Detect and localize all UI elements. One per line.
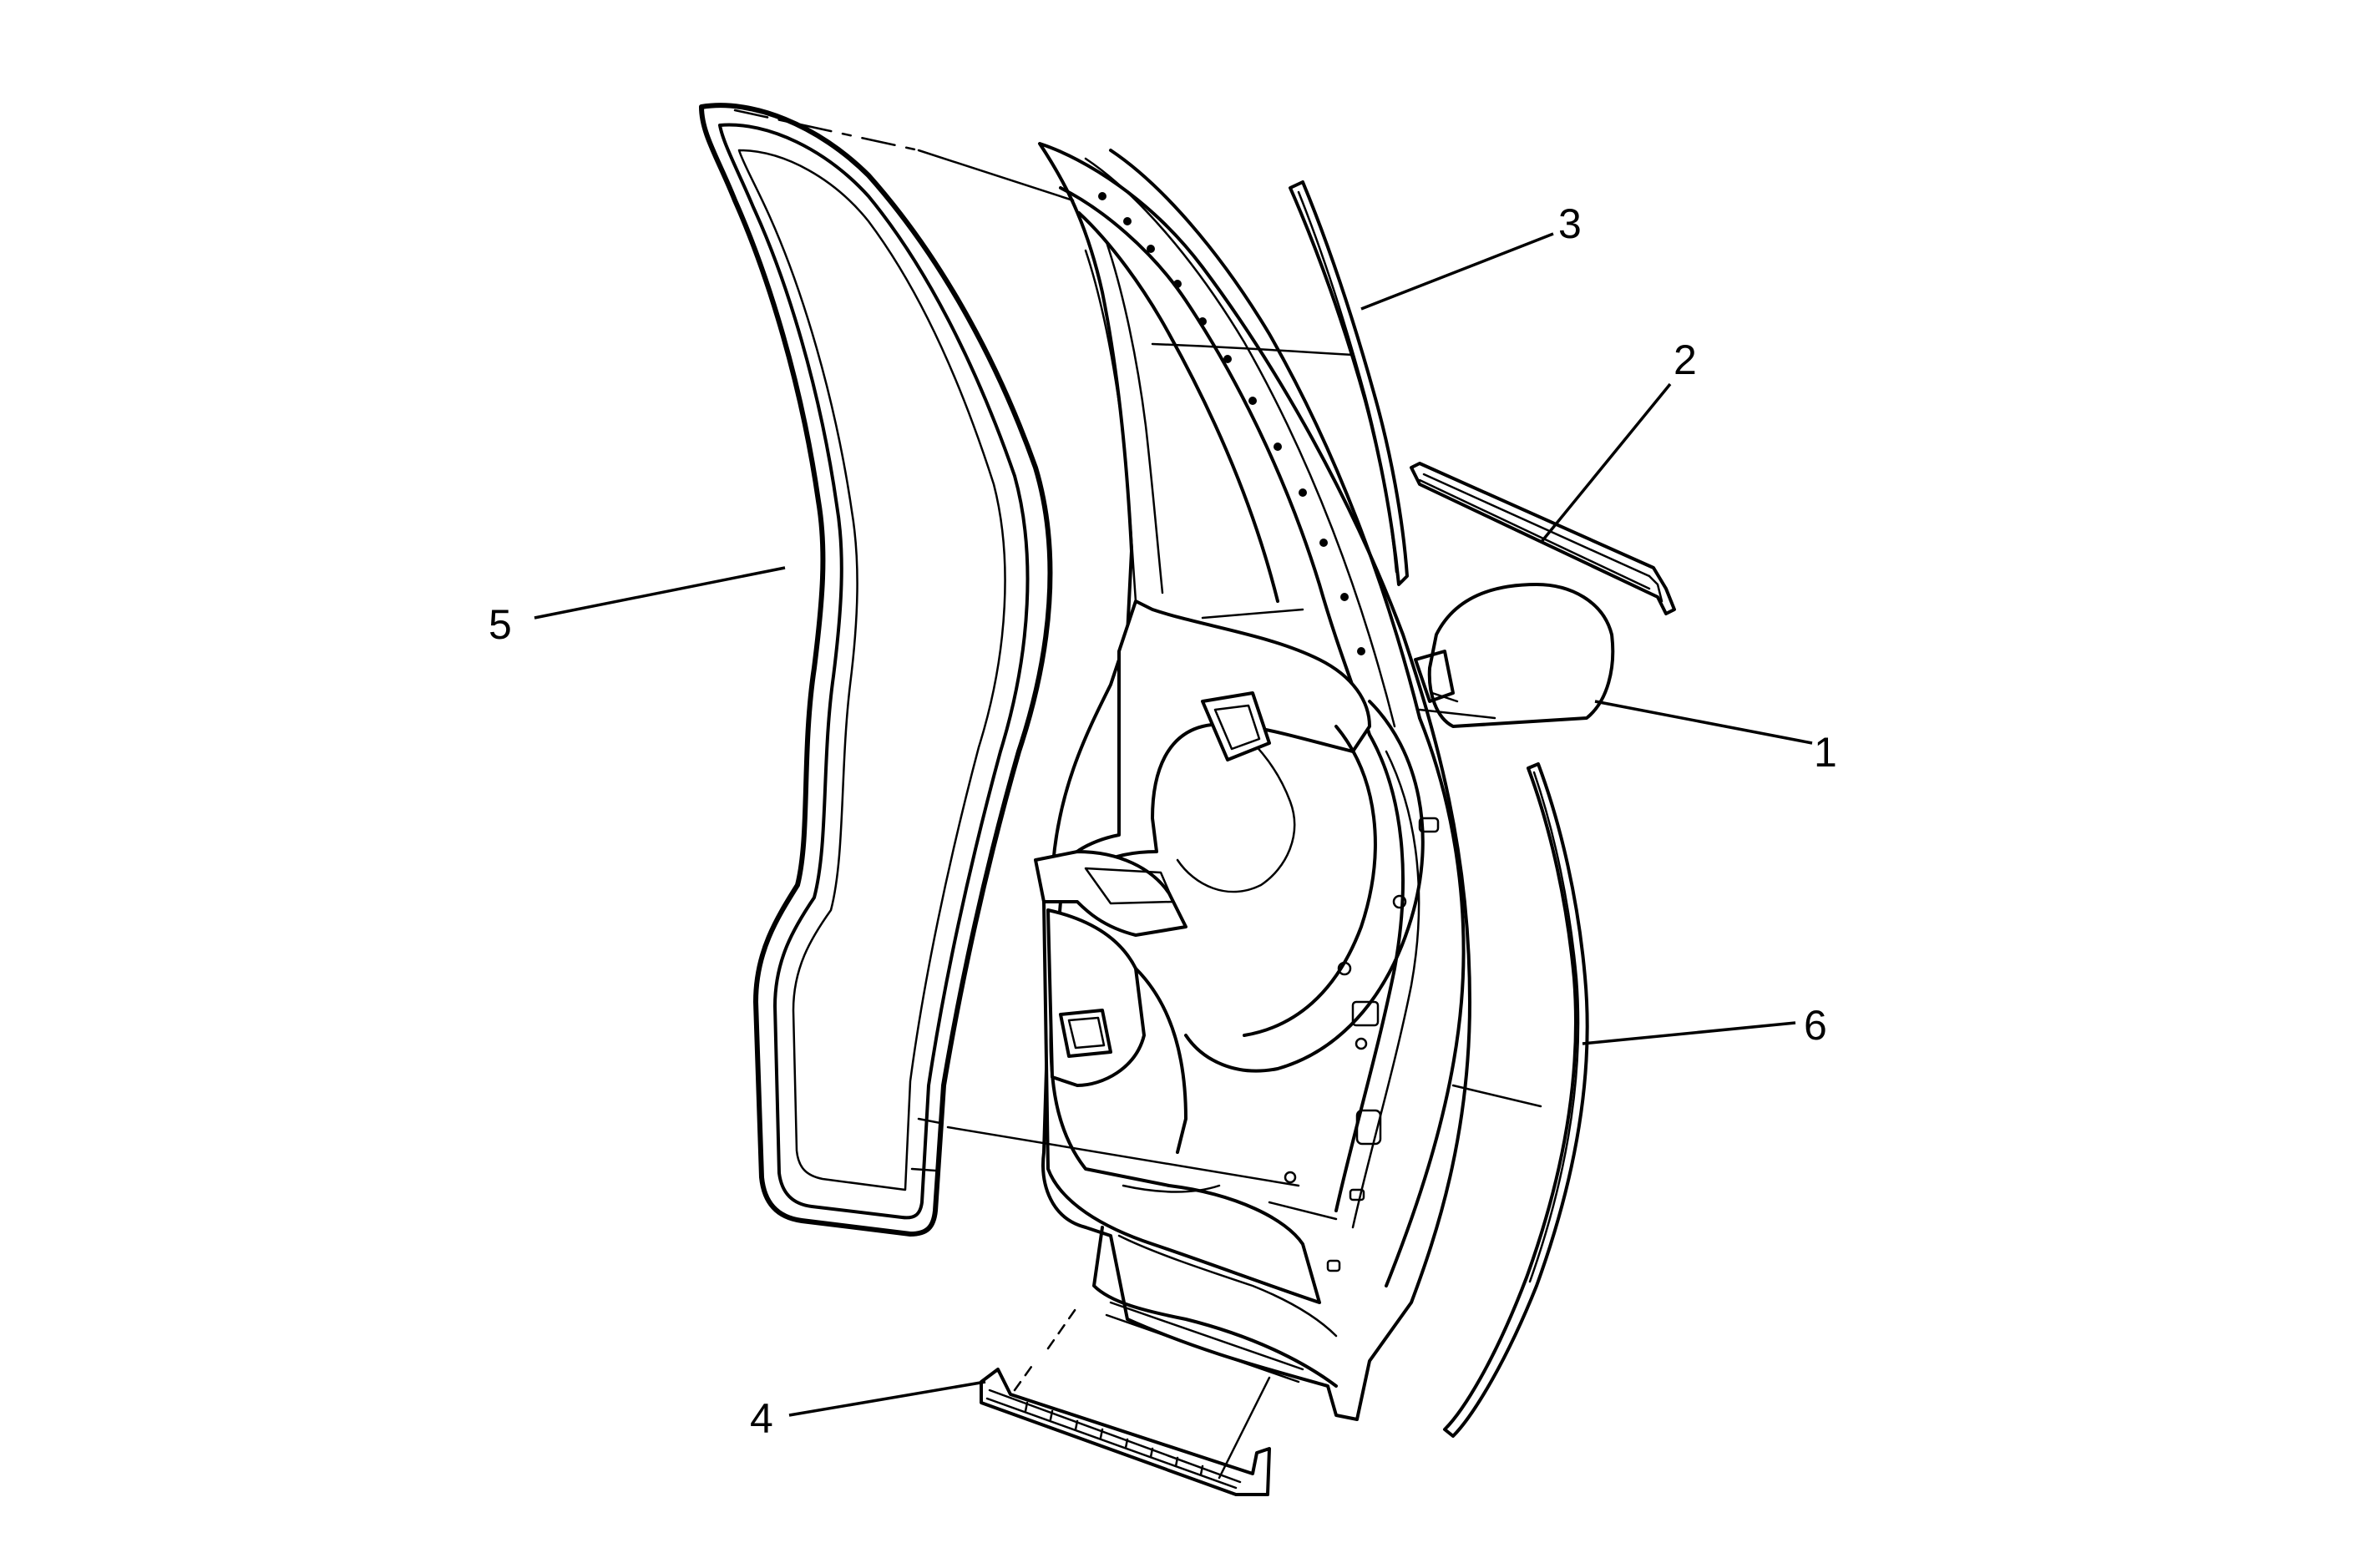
sill-plate-clips — [1024, 1401, 1204, 1476]
callout-3: 3 — [1558, 200, 1582, 247]
callout-2: 2 — [1674, 336, 1697, 383]
callout-5: 5 — [489, 601, 512, 648]
callout-leaders — [534, 232, 1813, 1417]
callout-1: 1 — [1814, 729, 1837, 776]
callout-6: 6 — [1804, 1002, 1827, 1049]
callout-4: 4 — [750, 1395, 773, 1442]
sill-plate-part-4 — [980, 1305, 1271, 1496]
alignment-lines — [733, 109, 1300, 1187]
outside-mirror-part-1 — [1414, 583, 1615, 728]
window-channel-part-3 — [1289, 180, 1409, 586]
frame-fastener-holes — [1098, 192, 1365, 655]
weatherstrip-part-5 — [699, 103, 1053, 1237]
door-assembly — [1034, 142, 1542, 1421]
edge-strip-part-6 — [1443, 762, 1589, 1438]
callout-labels: 3 2 1 5 4 6 — [489, 200, 1837, 1442]
